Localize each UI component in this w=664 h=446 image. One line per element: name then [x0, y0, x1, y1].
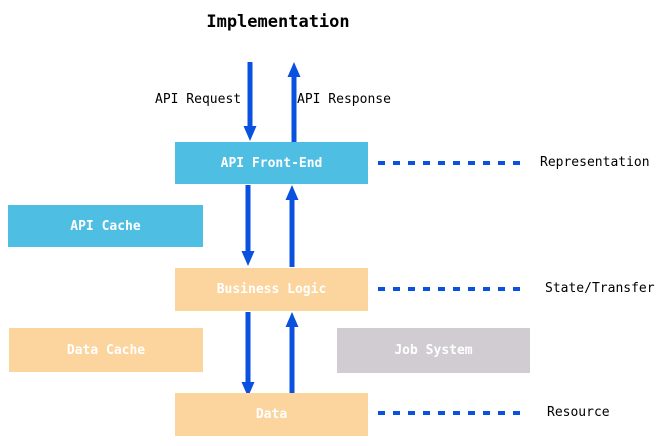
- layer-label-representation: Representation: [540, 155, 650, 170]
- box-api-front-end-label: API Front-End: [220, 155, 323, 171]
- box-job-system-label: Job System: [394, 343, 473, 358]
- box-data-cache-label: Data Cache: [66, 342, 146, 358]
- arrow-down-logic-to-data: [241, 312, 255, 397]
- api-response-label: API Response: [297, 92, 391, 107]
- arrow-up-logic-to-frontend: [285, 185, 299, 267]
- api-request-label: API Request: [155, 92, 242, 107]
- box-api-front-end: API Front-End: [175, 142, 368, 184]
- box-business-logic: Business Logic: [175, 268, 368, 311]
- arrow-up-data-to-logic: [285, 312, 299, 393]
- box-job-system: Job System: [337, 328, 530, 373]
- box-business-logic-label: Business Logic: [216, 282, 327, 297]
- box-data-cache: Data Cache: [9, 328, 203, 372]
- box-api-cache: API Cache: [8, 205, 203, 247]
- arrow-down-request: [243, 62, 257, 141]
- box-data-label: Data: [255, 407, 288, 422]
- layer-label-state-transfer: State/Transfer: [545, 281, 655, 296]
- diagram-title: Implementation: [206, 12, 350, 32]
- box-api-cache-label: API Cache: [70, 218, 141, 234]
- box-data: Data: [175, 393, 368, 436]
- layer-label-resource: Resource: [547, 405, 610, 420]
- arrow-down-frontend-to-logic: [241, 185, 255, 266]
